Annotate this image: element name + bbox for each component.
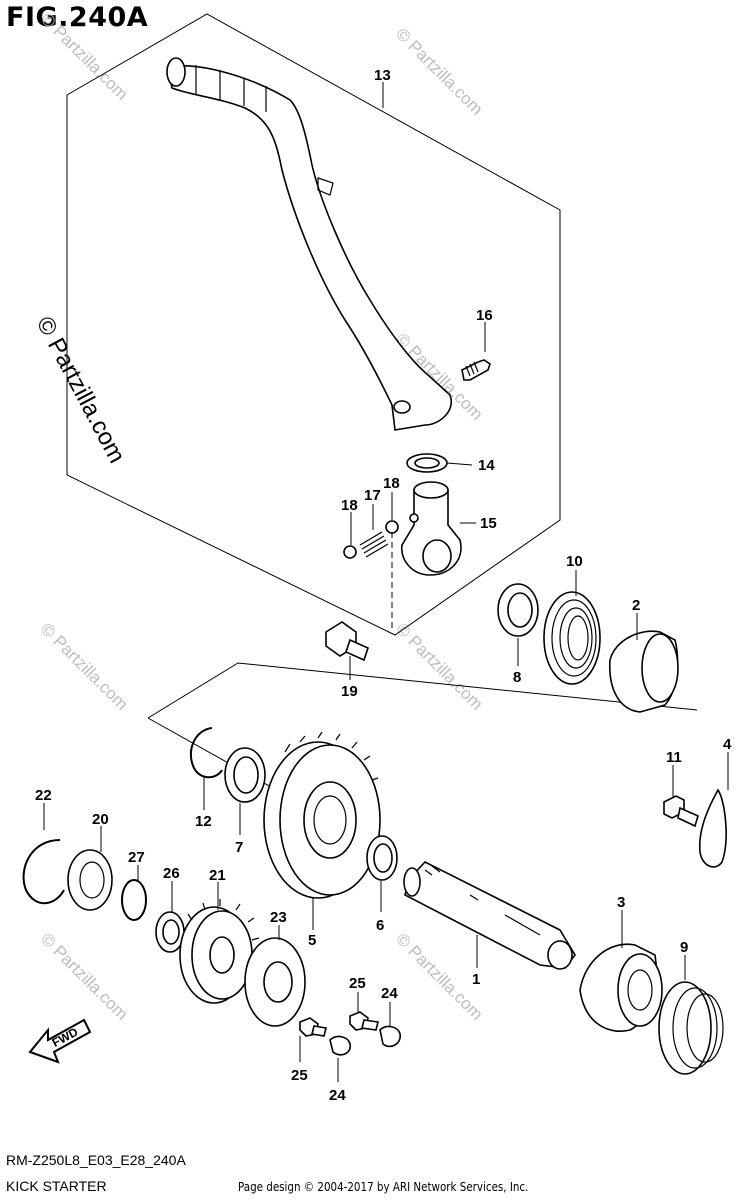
callout-2: 2 [632, 597, 640, 614]
washer-6-hole [373, 843, 393, 873]
idle-gear-21 [179, 899, 260, 1004]
leader-lines [43, 82, 729, 1082]
callout-8: 8 [513, 669, 521, 686]
circlip-27 [121, 879, 147, 921]
kick-spring-10 [543, 591, 601, 685]
callout-18b: 18 [383, 475, 400, 492]
fwd-arrow-icon: FWD [28, 1018, 92, 1064]
callout-24b: 24 [329, 1087, 346, 1104]
lower-frame [147, 662, 698, 719]
washer-14-hole [414, 457, 440, 469]
watermark-text: © Partzilla.com [392, 24, 486, 118]
callout-9: 9 [680, 939, 688, 956]
ratchet-3 [579, 943, 663, 1032]
copyright-notice: Page design © 2004-2017 by ARI Network S… [238, 1180, 529, 1194]
callout-18: 18 [341, 497, 358, 514]
callout-15: 15 [480, 515, 497, 532]
callout-16: 16 [476, 307, 493, 324]
washer-7-hole [233, 756, 259, 794]
watermark-text: © Partzilla.com [392, 619, 486, 713]
spring-17 [359, 531, 389, 558]
callout-14: 14 [478, 457, 495, 474]
callout-12: 12 [195, 813, 212, 830]
callout-20: 20 [92, 811, 109, 828]
ball-18 [385, 520, 399, 534]
ball-18 [343, 545, 357, 559]
callout-23: 23 [270, 909, 287, 926]
callout-11: 11 [666, 749, 682, 766]
kick-starter-lever [166, 57, 453, 431]
washer-23-hole [263, 961, 293, 1003]
bolt-16 [461, 359, 491, 381]
callout-19: 19 [341, 683, 358, 700]
callout-27: 27 [128, 849, 145, 866]
spring-guide-2 [609, 630, 679, 713]
watermark-text: © Partzilla.com [37, 929, 131, 1023]
washer-24 [329, 1035, 351, 1056]
watermark-text: © Partzilla.com [37, 9, 131, 103]
stopper-4 [698, 788, 727, 868]
washer-24 [379, 1025, 401, 1048]
callout-10: 10 [566, 553, 583, 570]
callout-5: 5 [308, 932, 316, 949]
ratchet-spring-9 [658, 981, 724, 1075]
circlip-22 [22, 839, 65, 905]
callout-25b: 25 [291, 1067, 308, 1084]
callout-24: 24 [381, 985, 398, 1002]
figure-title: FIG.240A [6, 2, 149, 33]
oil-seal-8 [497, 583, 539, 637]
callout-22: 22 [35, 787, 52, 804]
callout-6: 6 [376, 917, 384, 934]
bolt-11 [663, 795, 699, 828]
callout-25: 25 [349, 975, 366, 992]
washer-26-hole [162, 919, 180, 945]
callout-13: 13 [374, 67, 391, 84]
callout-21: 21 [209, 867, 226, 884]
callout-labels: 13 16 14 18 17 18 15 10 2 8 19 22 20 12 … [35, 67, 732, 1104]
callout-7: 7 [235, 839, 243, 856]
bolt-19 [325, 621, 369, 662]
kick-gear-5 [263, 731, 381, 899]
callout-26: 26 [163, 865, 180, 882]
callout-3: 3 [617, 894, 625, 911]
callout-17: 17 [364, 487, 381, 504]
circlip-12 [189, 727, 223, 779]
bolt-25 [299, 1017, 327, 1037]
washer-20-hole [79, 861, 105, 899]
watermark-text: © Partzilla.com [37, 619, 131, 713]
callout-1: 1 [472, 971, 480, 988]
section-name: KICK STARTER [6, 1178, 107, 1194]
kick-shaft-1 [403, 861, 576, 970]
bolt-25 [349, 1011, 379, 1031]
model-code: RM-Z250L8_E03_E28_240A [6, 1152, 186, 1168]
watermark-text-main: © Partzilla.com [31, 312, 131, 467]
upper-frame [66, 13, 561, 636]
callout-4: 4 [723, 736, 732, 753]
washer-20 [67, 849, 113, 911]
kick-boss-15 [401, 481, 462, 576]
